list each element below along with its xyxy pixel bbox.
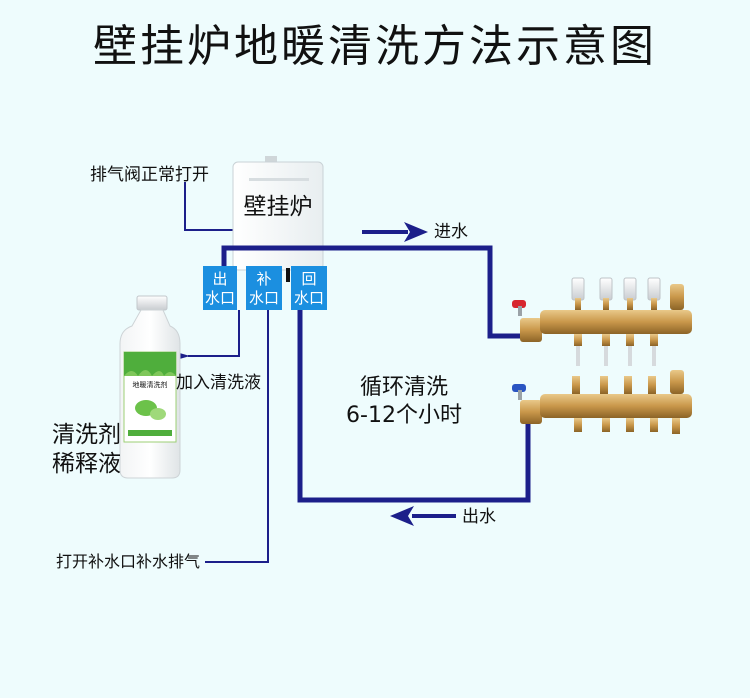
cleaner-bottle: 地暖清洗剂 <box>119 295 181 479</box>
port-refill-line1: 补 <box>256 270 271 288</box>
refill-line <box>205 310 269 563</box>
port-return: 回 水口 <box>291 266 327 310</box>
port-refill: 补 水口 <box>246 266 282 310</box>
vent-valve-label: 排气阀正常打开 <box>90 165 209 185</box>
add-cleaner-label: 加入清洗液 <box>176 373 261 393</box>
outlet-arrow <box>390 506 456 526</box>
supply-pipe <box>221 245 522 339</box>
cleaner-label-line1: 清洗剂 <box>52 422 121 448</box>
wall-boiler: 壁挂炉 <box>232 156 324 271</box>
add-cleaner-line <box>188 310 240 357</box>
supply-red-valve <box>512 300 526 316</box>
port-outlet: 出 水口 <box>203 266 237 310</box>
return-manifold <box>512 370 692 434</box>
port-return-line1: 回 <box>301 270 316 288</box>
return-blue-valve <box>512 384 526 400</box>
port-outlet-line2: 水口 <box>205 289 235 307</box>
refill-vent-label: 打开补水口补水排气 <box>56 552 200 571</box>
outlet-water-label: 出水 <box>462 507 496 527</box>
vent-valve-leader <box>184 182 238 231</box>
inlet-arrow <box>362 222 428 242</box>
boiler-label: 壁挂炉 <box>244 194 313 220</box>
port-outlet-line1: 出 <box>212 270 227 288</box>
port-refill-line2: 水口 <box>249 289 279 307</box>
inlet-label: 进水 <box>434 222 468 242</box>
circulate-label-line2: 6-12个小时 <box>346 403 462 428</box>
bottle-label: 地暖清洗剂 <box>133 380 168 389</box>
circulate-label-line1: 循环清洗 <box>360 375 448 400</box>
page-title: 壁挂炉地暖清洗方法示意图 <box>93 21 657 72</box>
supply-manifold <box>512 277 692 366</box>
boiler-stub <box>286 268 290 282</box>
port-return-line2: 水口 <box>294 289 324 307</box>
cleaner-label-line2: 稀释液 <box>52 451 121 477</box>
